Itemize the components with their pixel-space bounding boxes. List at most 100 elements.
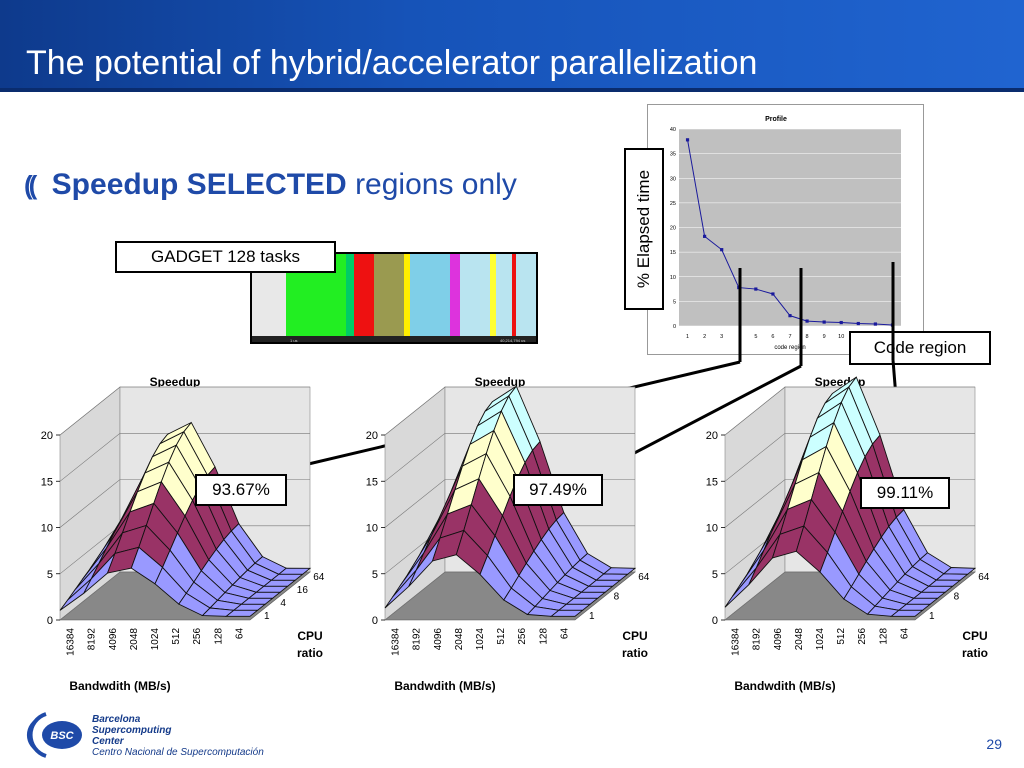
- profile-ytick-label: 30: [670, 176, 676, 182]
- profile-ytick-label: 15: [670, 250, 676, 256]
- y-tick-label: 8: [954, 592, 960, 603]
- profile-data-point: [685, 138, 690, 142]
- profile-data-point: [856, 321, 860, 326]
- slide-title: The potential of hybrid/accelerator para…: [26, 44, 758, 82]
- z-gridline: [724, 386, 975, 436]
- profile-xtick-label: 5: [754, 334, 757, 340]
- x-tick-label: 64: [899, 628, 910, 640]
- y-axis-title-2: ratio: [297, 646, 323, 660]
- y-tick-label: 4: [280, 598, 286, 609]
- profile-xtick-label: 6: [771, 334, 774, 340]
- profile-data-point: [839, 320, 843, 325]
- x-tick-label: 4096: [108, 628, 119, 651]
- logo-line-3: Center: [92, 736, 124, 747]
- z-tick-label: 10: [366, 523, 378, 535]
- profile-data-point: [720, 248, 724, 252]
- z-tick-label: 0: [712, 615, 718, 627]
- z-tick-label: 0: [372, 615, 378, 627]
- profile-ytick-label: 0: [673, 324, 676, 330]
- z-tick-label: 5: [372, 569, 378, 581]
- profile-data-point: [788, 314, 792, 318]
- trace-left-label: 1 us: [290, 338, 298, 343]
- speedup-chart-title: Speedup: [150, 375, 201, 389]
- logo-line-2: Supercomputing: [92, 725, 172, 736]
- elapsed-label-box: % Elapsed time: [624, 148, 664, 310]
- profile-data-point: [754, 287, 758, 291]
- y-tick-label: 1: [264, 611, 270, 622]
- profile-data-point: [703, 234, 707, 238]
- x-tick-label: 128: [878, 628, 889, 645]
- profile-xtick-label: 9: [823, 334, 826, 340]
- z-tick-label: 20: [41, 430, 53, 442]
- trace-right-label: 40,214,794 us: [500, 338, 525, 343]
- x-tick-label: 4096: [433, 628, 444, 651]
- surface-facet: [225, 609, 259, 617]
- logo-line-4: Centro Nacional de Supercomputación: [92, 747, 264, 758]
- z-gridline: [59, 386, 310, 436]
- profile-ytick-label: 25: [670, 201, 676, 207]
- z-tick-label: 5: [712, 569, 718, 581]
- gadget-callout: GADGET 128 tasks: [115, 241, 336, 273]
- title-bar: [0, 0, 1024, 92]
- profile-data-point: [873, 322, 877, 326]
- z-tick-label: 20: [366, 430, 378, 442]
- z-tick-label: 15: [706, 476, 718, 488]
- profile-ytick-label: 10: [670, 275, 676, 281]
- pct-callout-1: 93.67%: [195, 474, 287, 506]
- y-tick-label: 64: [313, 572, 325, 583]
- x-tick-label: 64: [559, 628, 570, 640]
- x-tick-label: 2048: [129, 628, 140, 651]
- y-axis-title-1: CPU: [962, 629, 987, 643]
- x-axis-title: Bandwdith (MB/s): [69, 679, 170, 693]
- surface-facet: [550, 609, 584, 617]
- logo-badge-text: BSC: [50, 730, 74, 742]
- x-tick-label: 1024: [475, 628, 486, 651]
- x-tick-label: 16384: [731, 628, 742, 656]
- y-tick-label: 16: [297, 585, 309, 596]
- z-tick-label: 0: [47, 615, 53, 627]
- x-tick-label: 64: [234, 628, 245, 640]
- z-tick-label: 5: [47, 569, 53, 581]
- y-tick-label: 1: [589, 611, 595, 622]
- profile-chart-title: Profile: [765, 116, 787, 123]
- z-tick-label: 10: [41, 523, 53, 535]
- x-axis-title: Bandwdith (MB/s): [394, 679, 495, 693]
- profile-ytick-label: 35: [670, 152, 676, 158]
- z-tick-label: 15: [366, 476, 378, 488]
- logo-line-1: Barcelona: [92, 714, 141, 725]
- x-axis-title: Bandwdith (MB/s): [734, 679, 835, 693]
- x-tick-label: 256: [517, 628, 528, 645]
- x-tick-label: 256: [857, 628, 868, 645]
- code-region-callout: Code region: [849, 331, 991, 365]
- pct-callout-2: 97.49%: [513, 474, 603, 506]
- x-tick-label: 2048: [794, 628, 805, 651]
- speedup-chart-title: Speedup: [475, 375, 526, 389]
- bullet-rest-text: regions only: [355, 168, 517, 201]
- logo-text: Barcelona Supercomputing Center Centro N…: [92, 714, 264, 758]
- y-tick-label: 8: [614, 592, 620, 603]
- bullet-text: (( Speedup SELECTED regions only: [24, 168, 517, 202]
- page-number: 29: [986, 736, 1002, 752]
- profile-ytick-label: 40: [670, 127, 676, 133]
- profile-xtick-label: 2: [703, 334, 706, 340]
- bsc-logo-icon: BSC: [26, 712, 82, 758]
- x-tick-label: 512: [836, 628, 847, 645]
- z-tick-label: 10: [706, 523, 718, 535]
- z-gridline: [384, 386, 635, 436]
- profile-xlabel: code region: [774, 345, 805, 351]
- profile-data-point: [771, 292, 775, 296]
- x-tick-label: 4096: [773, 628, 784, 651]
- x-tick-label: 128: [213, 628, 224, 645]
- x-tick-label: 256: [192, 628, 203, 645]
- y-tick-label: 1: [929, 611, 935, 622]
- x-tick-label: 128: [538, 628, 549, 645]
- x-tick-label: 8192: [752, 628, 763, 651]
- y-axis-title-2: ratio: [622, 646, 648, 660]
- surface-facet: [890, 609, 924, 617]
- profile-xtick-label: 8: [806, 334, 809, 340]
- x-tick-label: 2048: [454, 628, 465, 651]
- profile-ytick-label: 5: [673, 299, 676, 305]
